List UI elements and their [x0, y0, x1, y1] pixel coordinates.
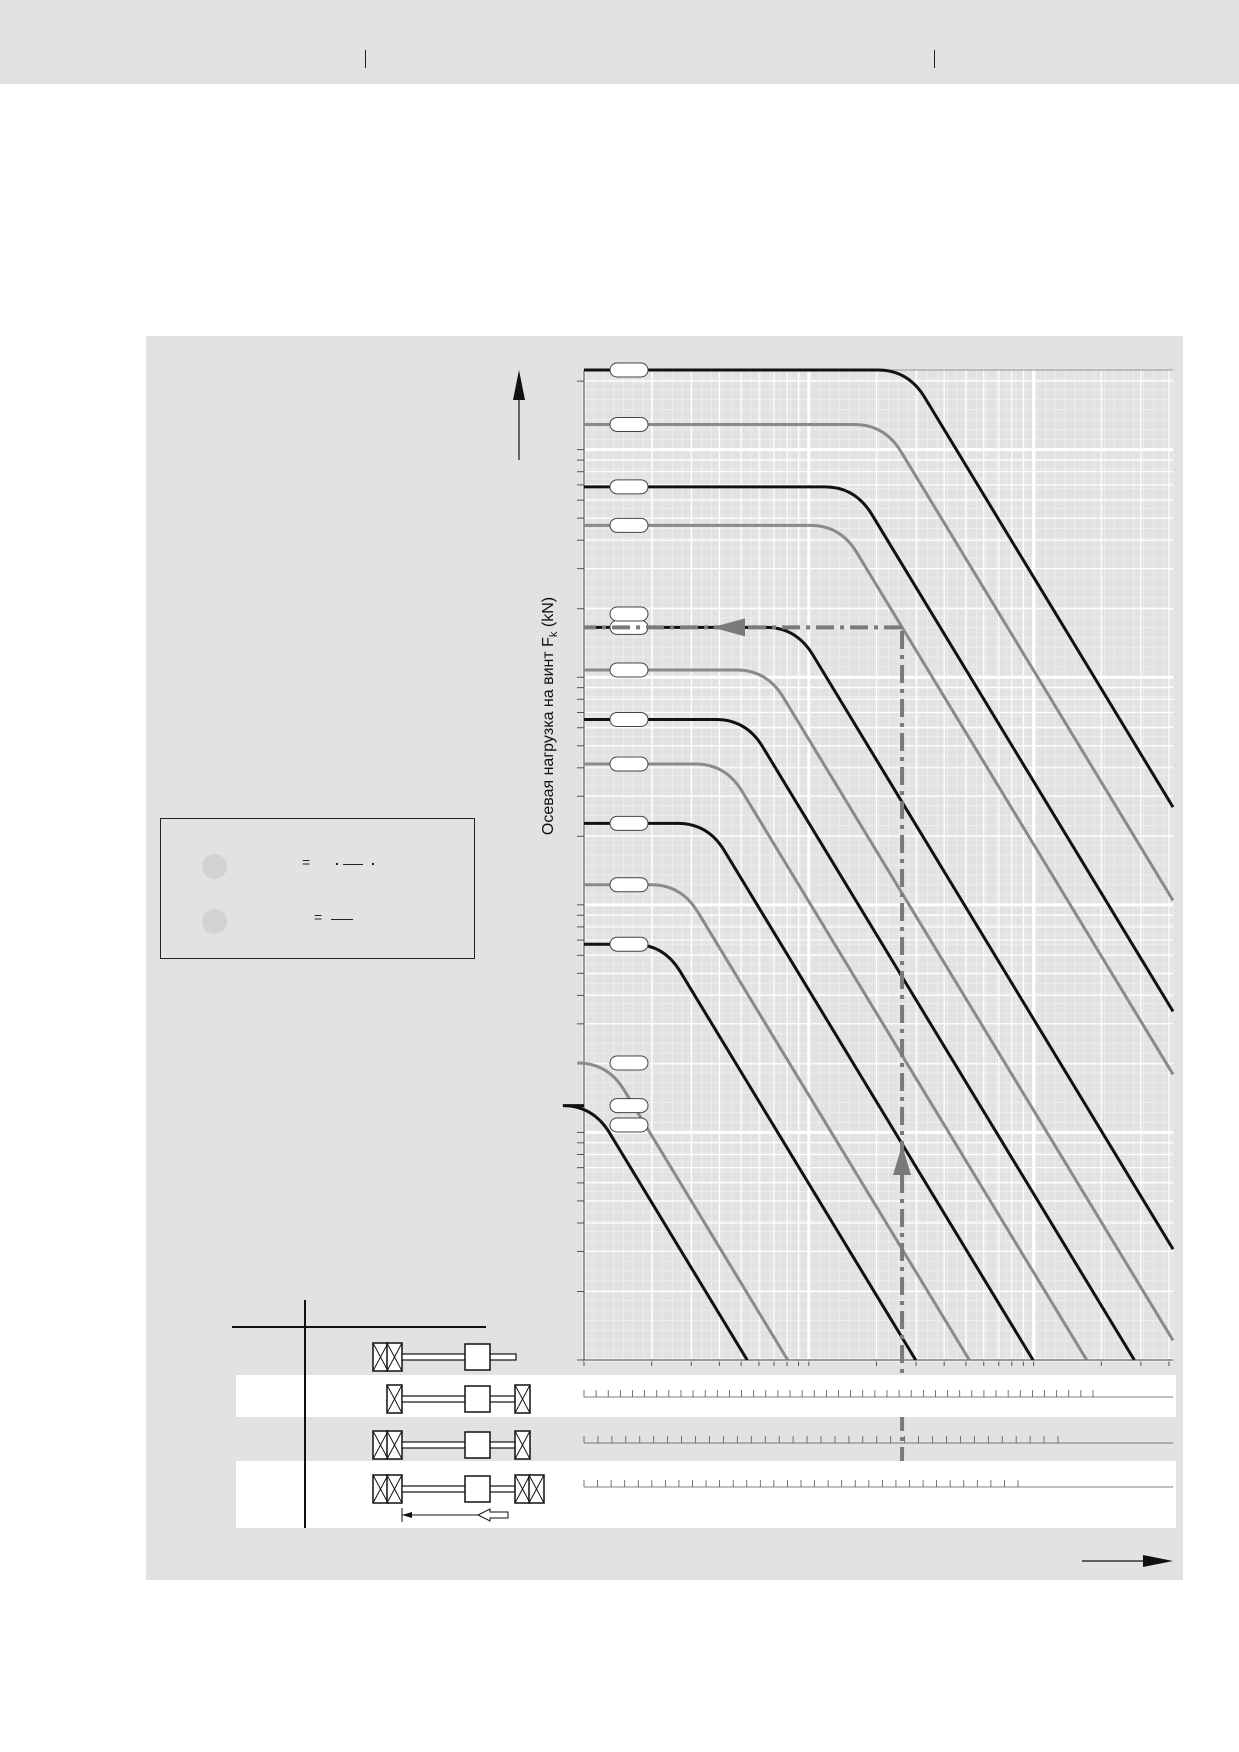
bearing-cross [386, 1430, 403, 1460]
legend-eq-1: = [302, 854, 311, 870]
nut-symbol [464, 1343, 491, 1371]
series-label-pill-2 [609, 416, 649, 432]
legend-dot-a [336, 863, 338, 865]
series-curve-12 [577, 1061, 789, 1361]
bearing-fixed-b [386, 1342, 403, 1372]
series-curve-4 [584, 523, 1175, 1076]
legend-symbol-2 [202, 909, 227, 934]
bearing-fixed-a [372, 1342, 389, 1372]
legend-dashdot-line [343, 864, 363, 865]
series-curve-8 [584, 762, 1088, 1361]
header-divider [365, 50, 366, 68]
series-label-pill-6 [609, 662, 649, 678]
nut-symbol [464, 1385, 491, 1413]
series-label-pill-8 [609, 756, 649, 772]
series-curve-5 [584, 625, 1175, 1250]
bearing-fixed-a [372, 1474, 389, 1504]
series-label-pill-4 [609, 517, 649, 533]
legend-dot-b [372, 863, 374, 865]
bearing-fixed-b [386, 1430, 403, 1460]
load-arrow-icon [476, 1508, 509, 1522]
series-curve-9 [584, 821, 1035, 1361]
bearing-fixed-b [386, 1474, 403, 1504]
screw-shaft [401, 1395, 516, 1403]
bearing-cross [372, 1474, 389, 1504]
bearing-floating [514, 1430, 531, 1460]
header-band [0, 0, 1239, 84]
screw-shaft [401, 1485, 516, 1493]
legend-eq-2: = [314, 909, 323, 925]
series-label-pill-3 [609, 479, 649, 495]
bearing-cross [386, 1384, 403, 1414]
bearing-cross [514, 1474, 531, 1504]
chart-series [562, 362, 1175, 1361]
legend: = = [160, 818, 475, 959]
series-label-pill-extra [609, 1117, 649, 1133]
nut-symbol [464, 1431, 491, 1459]
bearing-cross [514, 1384, 531, 1414]
bearing-cross [514, 1430, 531, 1460]
series-label-pill-11 [609, 936, 649, 952]
example-arrow-up [893, 1145, 912, 1175]
mounting-row-band [236, 1375, 1176, 1417]
bearing-fixed-d [528, 1474, 545, 1504]
series-curve-13 [562, 1104, 749, 1361]
bearing-cross [372, 1430, 389, 1460]
screw-shaft [401, 1441, 516, 1449]
series-curve-2 [584, 422, 1175, 902]
legend-solid-line [331, 919, 353, 920]
series-label-pill-1 [609, 362, 649, 378]
screw-shaft [401, 1353, 517, 1361]
bearing-cross [528, 1474, 545, 1504]
chart-extras [232, 370, 1176, 1567]
bearing-floating [514, 1384, 531, 1414]
series-curve-1 [584, 368, 1175, 808]
chart-grid [577, 369, 1174, 1366]
header-divider [934, 50, 935, 68]
y-axis-label: Осевая нагрузка на винт Fk (kN) [540, 596, 561, 836]
example-arrow-left [712, 618, 745, 637]
bearing-fixed-c [514, 1474, 531, 1504]
bearing-fixed-a [372, 1430, 389, 1460]
bearing-cross [386, 1474, 403, 1504]
x-axis-arrow-head [1143, 1555, 1173, 1567]
series-curve-10 [584, 883, 971, 1361]
series-label-pill-9 [609, 815, 649, 831]
length-arrow-head [402, 1512, 412, 1518]
legend-symbol-1 [202, 854, 227, 879]
bearing-cross [386, 1342, 403, 1372]
series-label-pill-extra [609, 606, 649, 622]
series-label-pill-12 [609, 1055, 649, 1071]
series-label-pill-10 [609, 877, 649, 893]
series-curve-6 [584, 668, 1175, 1342]
series-curve-7 [584, 717, 1136, 1361]
bearing-cross [372, 1342, 389, 1372]
bearing-floating [386, 1384, 403, 1414]
series-curve-3 [584, 485, 1175, 1013]
nut-symbol [464, 1475, 491, 1503]
y-axis-arrow-head [513, 370, 525, 400]
series-label-pill-13 [609, 1098, 649, 1114]
series-label-pill-7 [609, 711, 649, 727]
